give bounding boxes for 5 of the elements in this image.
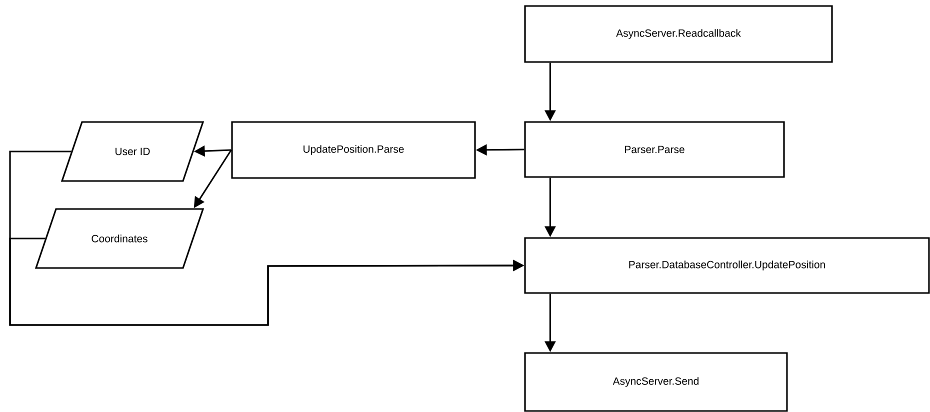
- process-box: AsyncServer.Send: [524, 352, 788, 412]
- process-box: UpdatePosition.Parse: [231, 121, 476, 179]
- process-box: AsyncServer.Readcallback: [524, 5, 833, 63]
- process-box: Parser.DatabaseController.UpdatePosition: [524, 237, 930, 294]
- process-box: Parser.Parse: [524, 121, 785, 178]
